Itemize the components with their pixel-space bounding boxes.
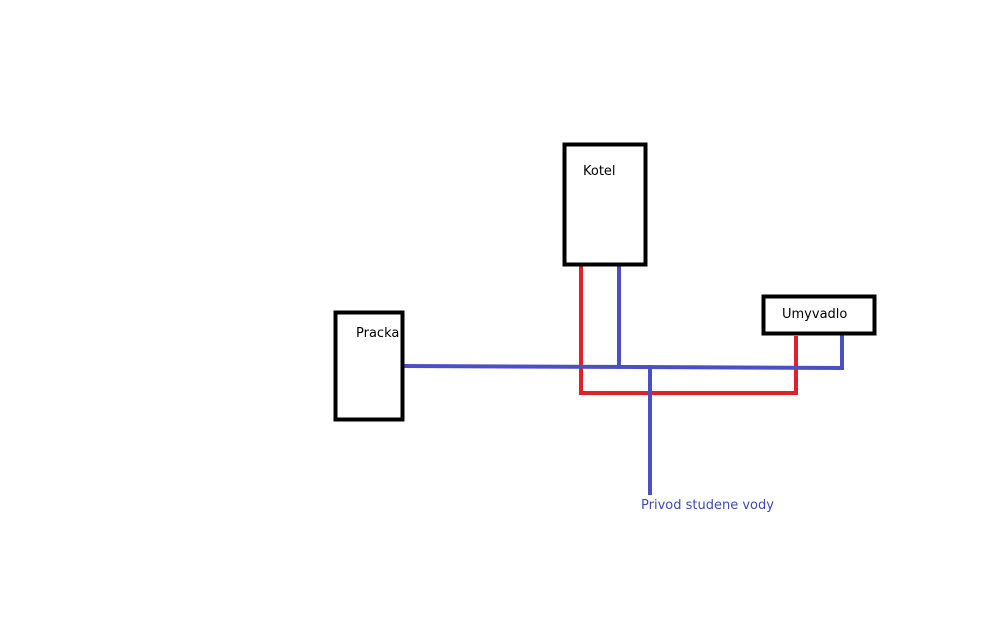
umyvadlo-label: Umyvadlo	[782, 307, 847, 322]
kotel-label: Kotel	[583, 164, 616, 179]
pracka-label: Pracka	[356, 326, 399, 341]
cold-water-main-pipe	[402, 364, 843, 370]
kotel-box: Kotel	[562, 142, 648, 267]
hot-water-pipe	[579, 266, 798, 395]
pracka-box: Pracka	[333, 310, 405, 422]
umyvadlo-box: Umyvadlo	[761, 294, 877, 336]
cold-supply-label: Privod studene vody	[641, 498, 774, 513]
